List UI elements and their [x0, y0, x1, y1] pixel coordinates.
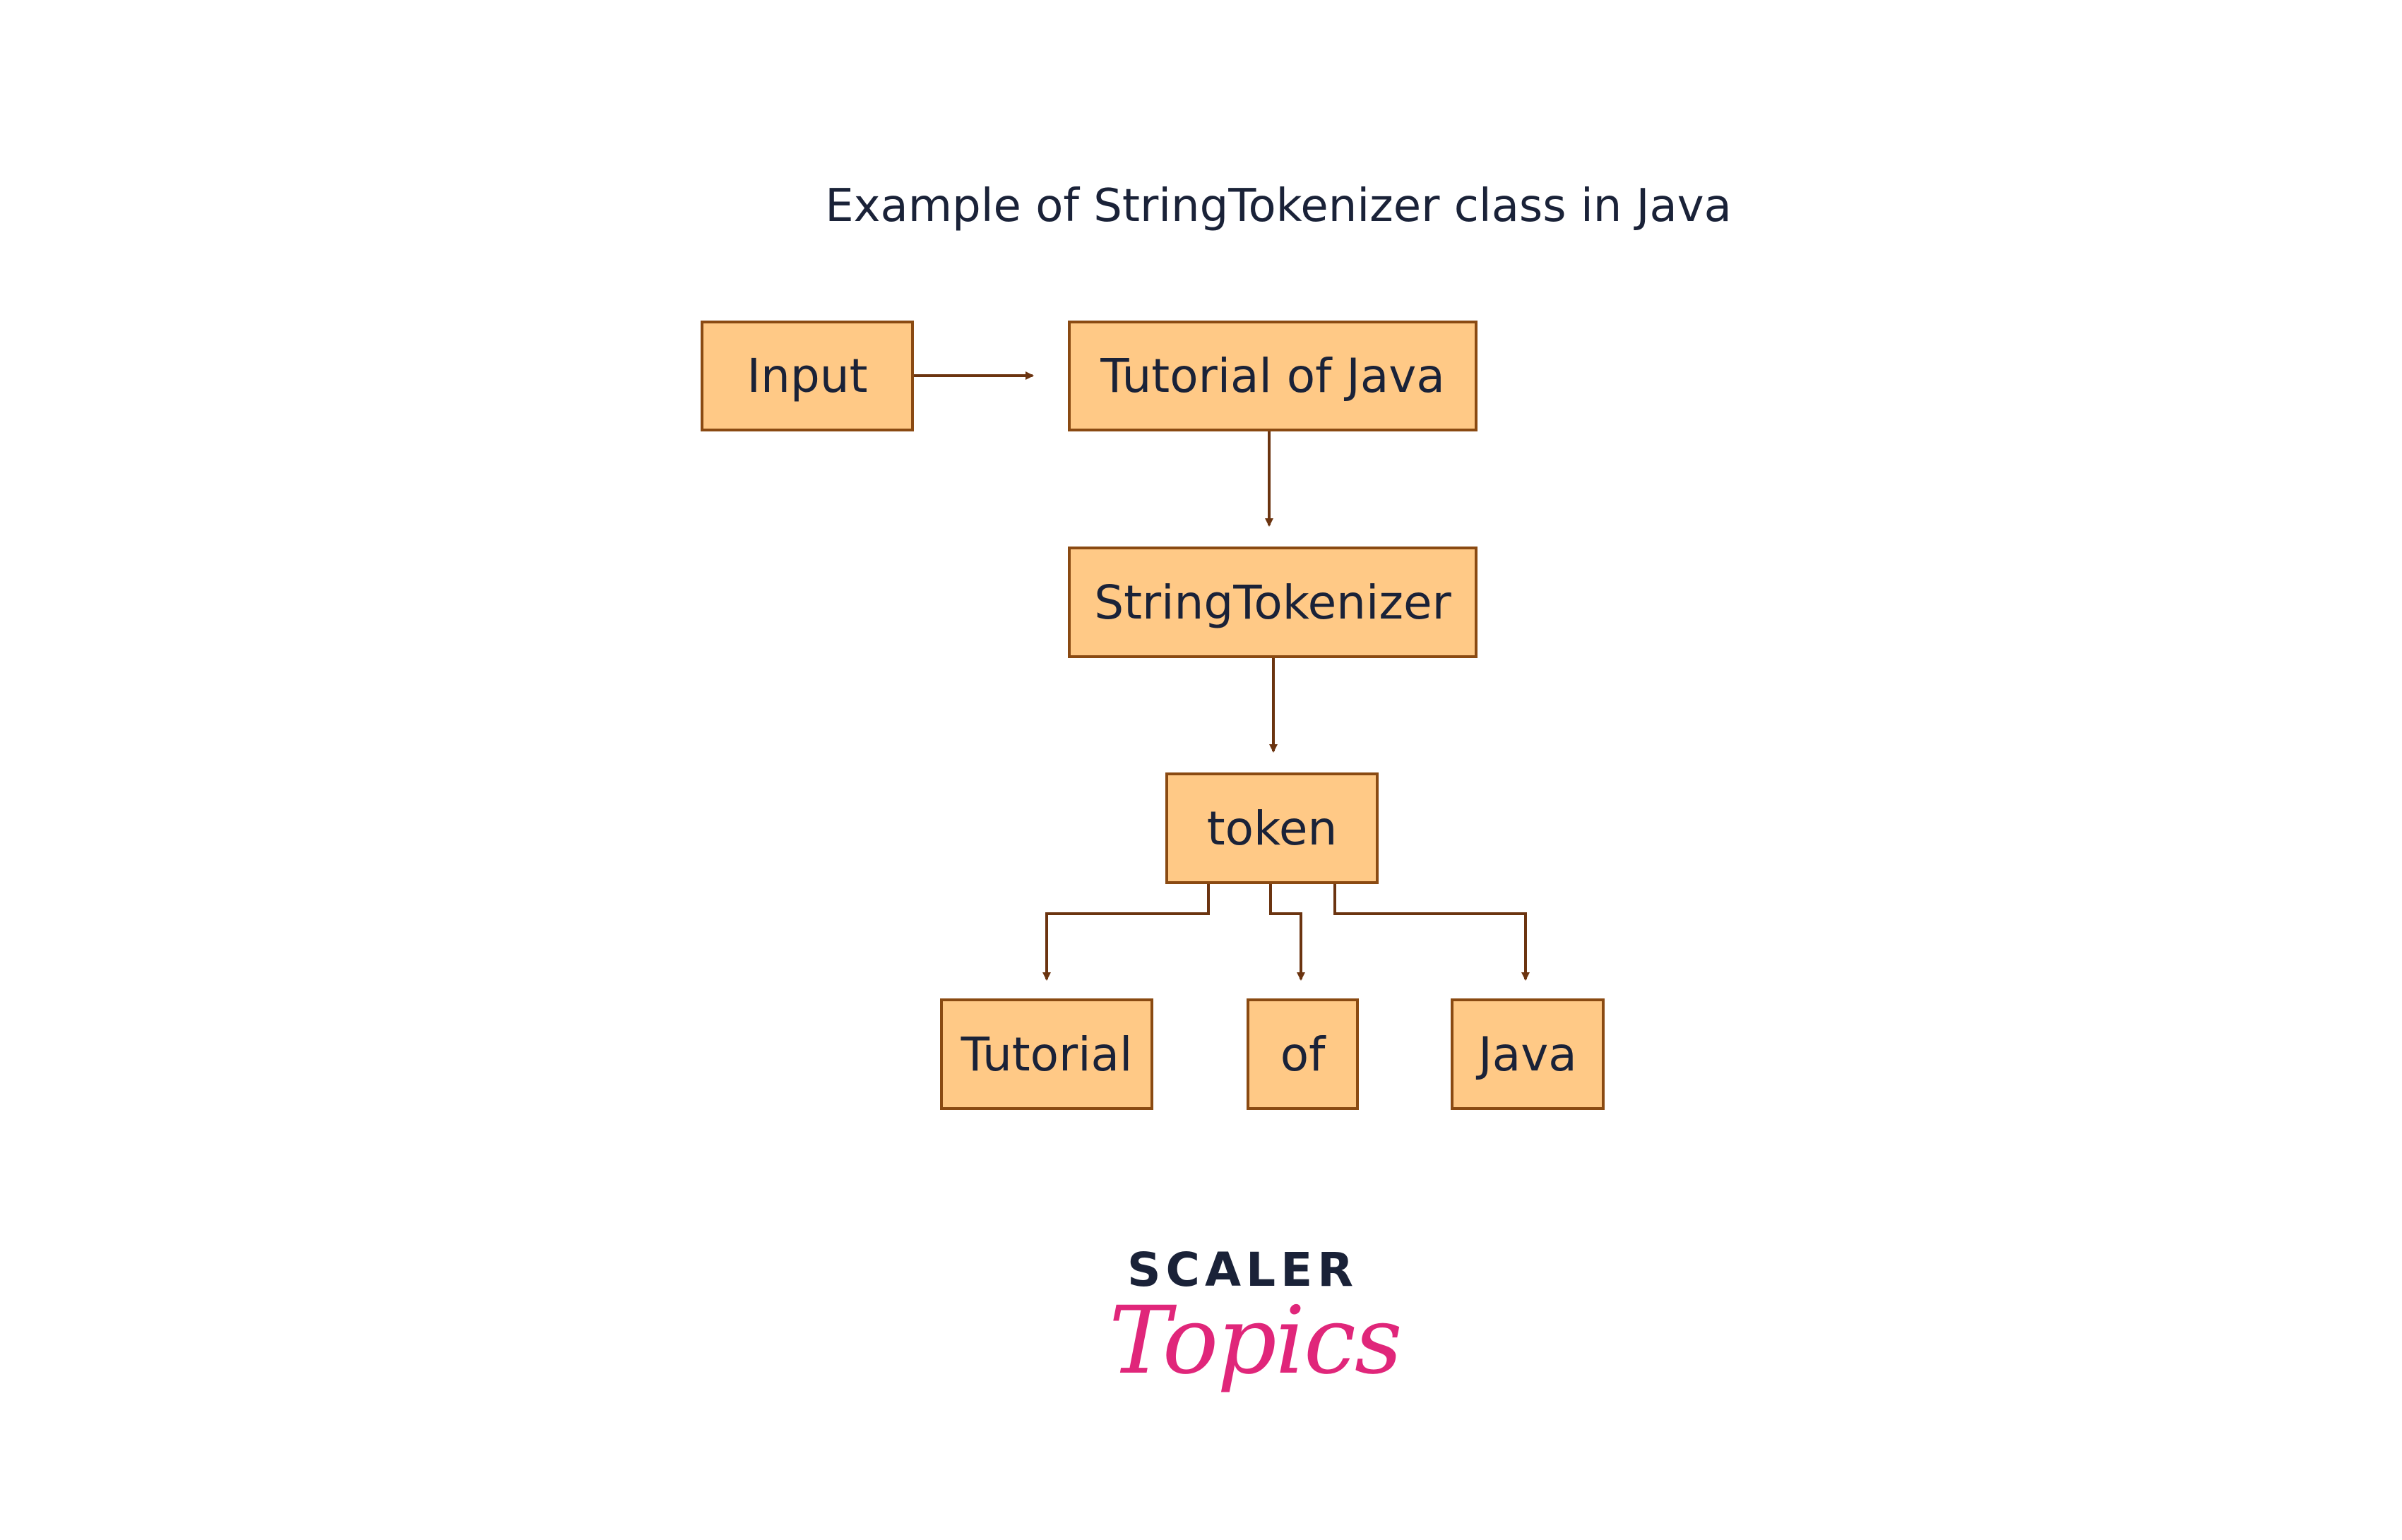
logo-scaler-text: SCALER — [1127, 1243, 1359, 1297]
diagram-title: Example of StringTokenizer class in Java — [825, 180, 1732, 232]
arrow-token-to-tutorial — [1042, 883, 1210, 981]
arrow-token-to-of — [1269, 883, 1305, 981]
node-token-java: Java — [1451, 998, 1605, 1110]
node-input-string: Tutorial of Java — [1068, 321, 1478, 431]
scaler-topics-logo: SCALER Topics — [1102, 1243, 1403, 1426]
logo-topics-text: Topics — [1109, 1287, 1403, 1395]
node-token: token — [1165, 772, 1379, 884]
node-token-of: of — [1247, 998, 1359, 1110]
arrow-token-to-java — [1333, 883, 1530, 981]
node-input: Input — [701, 321, 914, 431]
node-token-tutorial: Tutorial — [940, 998, 1153, 1110]
node-stringtokenizer: StringTokenizer — [1068, 547, 1478, 658]
